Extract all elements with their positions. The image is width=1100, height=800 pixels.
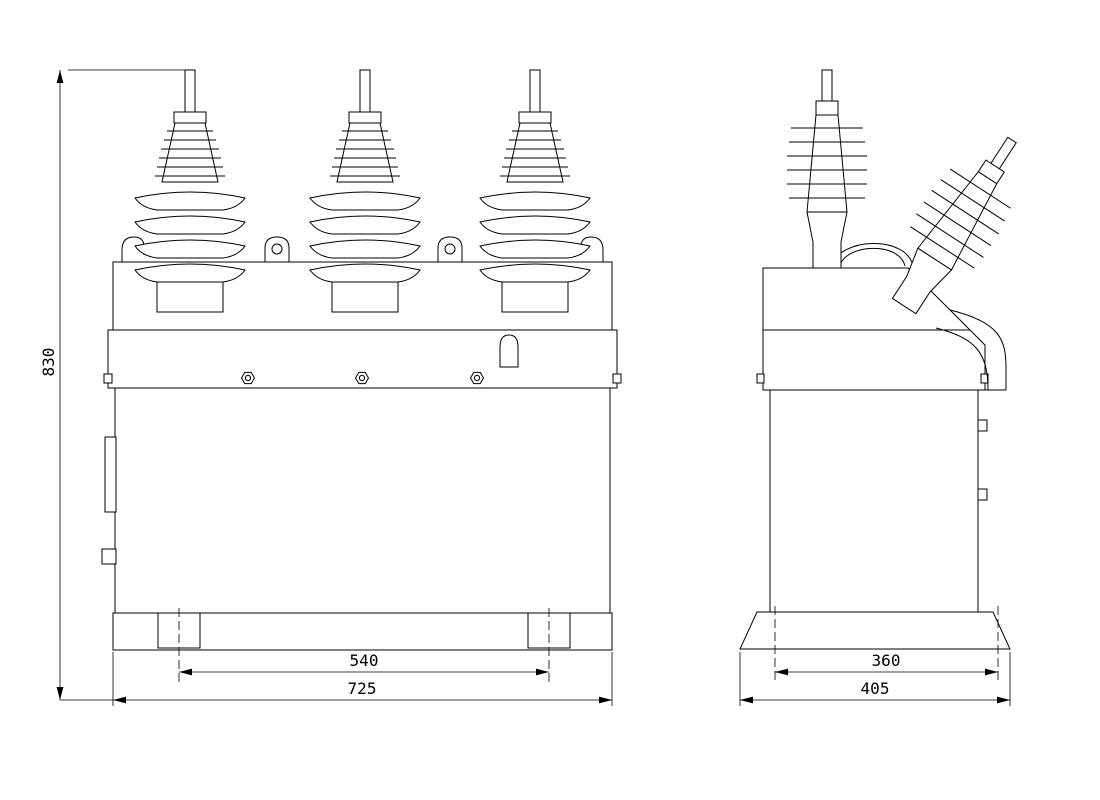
dim-label-405: 405: [861, 679, 890, 698]
lifting-hook-right: [580, 236, 604, 262]
dim-side-overall-depth: 405: [739, 652, 1011, 706]
dim-overall-height: 830: [39, 69, 186, 701]
side-band-tick-right: [980, 373, 989, 384]
side-vertical-bushing: [786, 69, 868, 269]
side-tab-upper: [977, 419, 988, 432]
cable-elbow-outer: [949, 309, 1007, 390]
cable-elbow-inner: [935, 327, 989, 391]
dim-label-540: 540: [350, 651, 379, 670]
lifting-lug-left: [264, 236, 290, 263]
front-bushing-3: [479, 69, 591, 313]
side-top-cover: [762, 267, 986, 391]
front-view: [101, 69, 622, 651]
cover-slot: [499, 334, 519, 368]
side-band-tick-left: [756, 373, 765, 384]
front-base-plate: [112, 612, 613, 651]
lifting-handle-inner: [839, 247, 906, 267]
dimensions: 830 540 725 360: [39, 69, 1011, 706]
side-base-plate: [739, 611, 1011, 650]
front-bushing-1: [134, 69, 246, 313]
dim-label-360: 360: [872, 651, 901, 670]
side-tab-lower: [977, 488, 988, 501]
side-angled-bushing: [870, 117, 1047, 329]
front-bushing-2: [309, 69, 421, 313]
band-tick-left: [103, 373, 113, 384]
flange-bolt-1: [241, 371, 255, 385]
front-tank-body: [114, 387, 611, 614]
left-panel-plate: [104, 436, 117, 513]
dim-label-725: 725: [348, 679, 377, 698]
flange-bolt-3: [470, 371, 484, 385]
side-view: [739, 69, 1047, 650]
lifting-hook-left: [121, 236, 145, 262]
lifting-handle-outer: [831, 243, 914, 267]
flange-bolt-2: [355, 371, 369, 385]
dim-front-overall-width: 725: [112, 652, 613, 706]
side-tank-body: [769, 389, 979, 613]
dim-front-foot-span: 540: [178, 608, 550, 682]
dim-label-830: 830: [39, 348, 58, 377]
band-tick-right: [612, 373, 622, 384]
lifting-lug-right: [437, 236, 463, 263]
drain-tap: [101, 548, 117, 565]
dim-side-foot-span: 360: [774, 606, 999, 682]
